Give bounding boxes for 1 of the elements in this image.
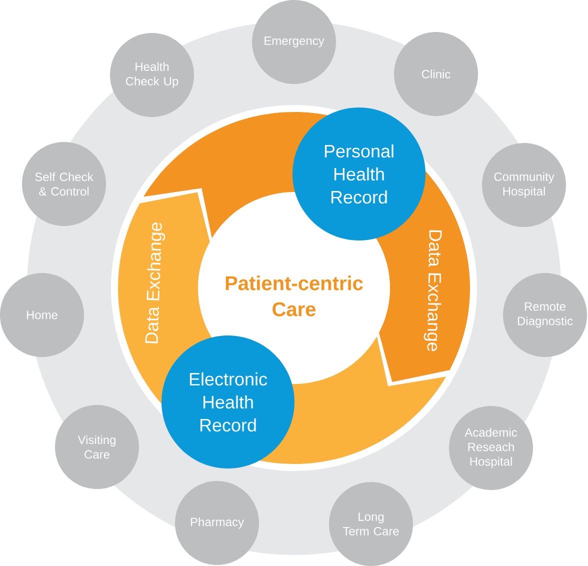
center-label: Patient-centric Care [226,276,363,316]
